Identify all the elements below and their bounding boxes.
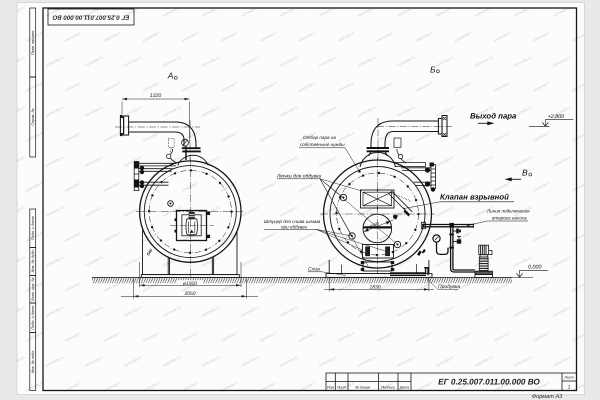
svg-text:1: 1 xyxy=(568,384,571,390)
svg-text:Подпись: Подпись xyxy=(381,386,395,390)
svg-text:Взам. инв. №: Взам. инв. № xyxy=(31,277,35,300)
svg-text:В: В xyxy=(522,167,528,177)
svg-text:Инв. № дубл.: Инв. № дубл. xyxy=(31,249,35,272)
svg-text:Справ. №: Справ. № xyxy=(31,108,35,125)
svg-text:второго насоса: второго насоса xyxy=(492,216,527,221)
svg-text:Изм: Изм xyxy=(327,386,334,390)
svg-text:1830: 1830 xyxy=(369,284,380,290)
svg-text:Выход пара: Выход пара xyxy=(470,111,517,120)
svg-text:Перв. примен.: Перв. примен. xyxy=(31,30,35,55)
svg-text:Б: Б xyxy=(430,64,436,74)
svg-text:ЕГ 0.25.007.011.00.000 ВО: ЕГ 0.25.007.011.00.000 ВО xyxy=(52,13,129,20)
svg-text:0,000: 0,000 xyxy=(528,265,542,271)
svg-text:Слив: Слив xyxy=(308,267,320,273)
svg-text:Продувка: Продувка xyxy=(438,284,460,290)
svg-text:А: А xyxy=(167,71,174,81)
svg-text:ø1920: ø1920 xyxy=(183,281,197,287)
svg-text:2050: 2050 xyxy=(183,291,195,297)
svg-text:Подп. и дата: Подп. и дата xyxy=(31,216,35,240)
svg-text:при обдувке: при обдувке xyxy=(281,224,307,229)
svg-text:Лист: Лист xyxy=(336,386,346,390)
svg-text:1320: 1320 xyxy=(150,93,162,99)
svg-text:Отбор пара на: Отбор пара на xyxy=(303,135,336,140)
svg-text:+2,800: +2,800 xyxy=(548,114,565,120)
svg-text:Клапан взрывной: Клапан взрывной xyxy=(440,193,509,202)
svg-text:собственные нужды: собственные нужды xyxy=(300,142,345,147)
svg-text:Подп. и дата: Подп. и дата xyxy=(31,306,35,330)
svg-text:Лист: Лист xyxy=(563,376,573,380)
svg-text:Формат А3: Формат А3 xyxy=(532,394,563,400)
svg-text:Линия подключения: Линия подключения xyxy=(486,209,530,214)
svg-text:№ докум.: № докум. xyxy=(355,386,371,390)
svg-text:ø550: ø550 xyxy=(368,221,380,230)
svg-text:Дата: Дата xyxy=(399,386,409,390)
svg-text:Штуцер для слива шлама: Штуцер для слива шлама xyxy=(264,219,321,224)
svg-text:Лючки для обдувки: Лючки для обдувки xyxy=(276,173,322,179)
svg-text:Инв. № подл.: Инв. № подл. xyxy=(31,350,35,374)
svg-text:ЕГ 0.25.007.011.00.000 ВО: ЕГ 0.25.007.011.00.000 ВО xyxy=(438,377,540,386)
svg-text:б4б: б4б xyxy=(145,247,154,256)
